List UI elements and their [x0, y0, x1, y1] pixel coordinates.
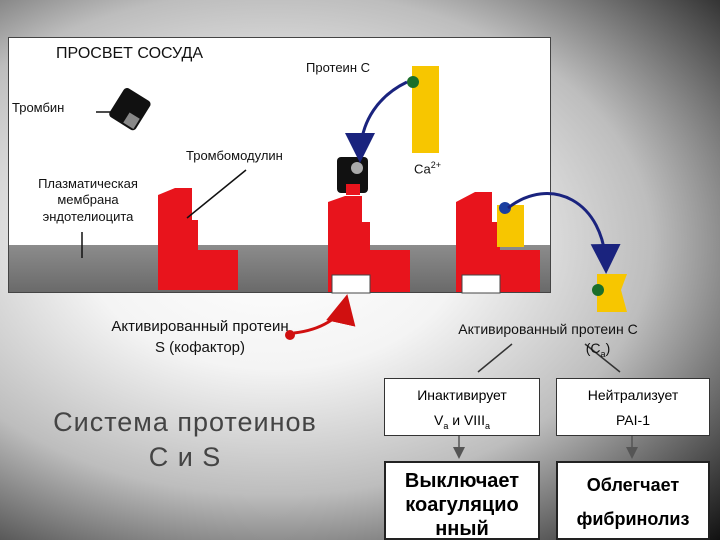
protein-c-binding-arrow [345, 80, 408, 163]
activated-protein-c [597, 274, 627, 312]
calcium-symbol: Са [414, 161, 431, 177]
protein-s-cofactor-arrow [293, 294, 356, 335]
pai-label: PAI-1 [616, 412, 650, 428]
switches-off-box: Выключает коагуляцио нный [384, 461, 540, 540]
apc-subtitle: (Са) [418, 339, 678, 360]
protein-s-dot [285, 330, 295, 340]
thrombin-active-site [351, 162, 363, 174]
protein-s-label: Активированный протеин S (кофактор) [111, 318, 289, 356]
factor-viii-a: а [484, 420, 490, 431]
receptor-2-membrane-slot [331, 274, 371, 294]
thrombomodulin-label: Тромбомодулин [186, 148, 283, 163]
factor-v: V [434, 412, 444, 428]
thrombin-molecule [109, 87, 151, 131]
inactivates-label: Инактивирует [417, 387, 507, 403]
activated-protein-c-dot [592, 284, 604, 296]
switches-off-label: Выключает коагуляцио нный [404, 470, 520, 540]
apc-sub-open: (С [585, 339, 601, 356]
factor-viii: и VIII [448, 412, 485, 428]
facilitates-box: Облегчает фибринолиз [556, 461, 710, 540]
apc-title: Активированный протеин С [458, 321, 638, 337]
receptor-3-membrane-slot [461, 274, 501, 294]
protein-c-activation-arrow [507, 192, 621, 274]
thrombomodulin-receptor-2 [328, 196, 410, 292]
facilitates-label: Облегчает [586, 475, 680, 495]
membrane-label: Плазматическая мембрана эндотелиоцита [38, 176, 138, 224]
neutralizes-box: Нейтрализует PAI-1 [556, 378, 710, 436]
bound-protein-c-dot [499, 202, 511, 214]
bound-thrombin-site [346, 184, 360, 195]
thrombomodulin-receptor-1 [158, 188, 238, 290]
factors-label: Vа и VIIIа [385, 412, 539, 431]
apc-sub-close: ) [605, 339, 611, 356]
apc-label: Активированный протеин С (Са) [418, 320, 678, 360]
protein-c-label: Протеин С [306, 60, 370, 75]
fibrinolysis-label: фибринолиз [576, 508, 690, 529]
branch-line-left [477, 343, 513, 373]
inactivates-box: Инактивирует Vа и VIIIа [384, 378, 540, 436]
lumen-title: ПРОСВЕТ СОСУДА [56, 45, 204, 62]
branch-line-right [584, 343, 621, 373]
calcium-charge: 2+ [430, 160, 442, 170]
thrombin-label: Тромбин [12, 100, 65, 115]
factor-v-a: а [443, 420, 449, 431]
apc-sub-a: а [600, 348, 606, 359]
calcium-label: Са2+ [414, 160, 441, 176]
thrombomodulin-pointer [186, 169, 247, 219]
system-title: Система протеинов С и S [53, 407, 317, 473]
neutralizes-label: Нейтрализует [587, 387, 679, 403]
protein-c-gla-dot [407, 76, 419, 88]
